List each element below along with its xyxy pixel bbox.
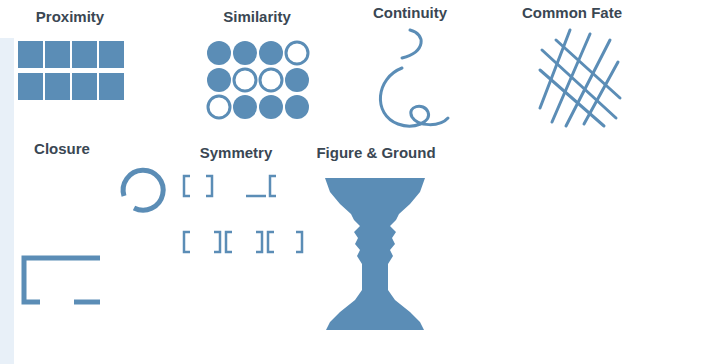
bracket — [206, 176, 212, 196]
principle-label: Common Fate — [522, 4, 622, 22]
common-fate-lines — [540, 30, 620, 126]
bracket — [184, 232, 190, 252]
principle-label: Symmetry — [200, 144, 273, 162]
line — [540, 70, 604, 126]
square — [99, 41, 124, 68]
vase-faces — [325, 178, 425, 330]
curve — [402, 30, 421, 58]
curve — [380, 68, 448, 126]
line — [540, 30, 570, 108]
filled-circle — [259, 41, 283, 65]
open-arc — [123, 170, 163, 210]
filled-circle — [233, 41, 257, 65]
filled-circle — [207, 68, 231, 92]
line — [556, 40, 620, 98]
principle-label: Proximity — [36, 8, 104, 26]
square — [99, 73, 124, 100]
principle-label: Closure — [34, 140, 90, 158]
filled-circle — [285, 68, 309, 92]
square — [18, 41, 43, 68]
open-circle — [260, 69, 282, 91]
principle-label: Continuity — [373, 4, 447, 22]
filled-circle — [259, 95, 283, 119]
principle-label: Figure & Ground — [316, 144, 435, 162]
bracket — [296, 232, 302, 252]
open-circle — [234, 69, 256, 91]
open-rectangle — [24, 258, 100, 302]
bracket — [256, 232, 274, 252]
open-circle — [286, 42, 308, 64]
closure-shapes — [24, 170, 163, 302]
square — [72, 41, 97, 68]
square — [45, 41, 70, 68]
square — [72, 73, 97, 100]
open-rectangle — [74, 300, 100, 305]
open-circle — [208, 96, 230, 118]
filled-circle — [207, 41, 231, 65]
filled-circle — [233, 95, 257, 119]
square — [18, 73, 43, 100]
bracket — [214, 232, 232, 252]
square — [45, 73, 70, 100]
principle-label: Similarity — [223, 8, 291, 26]
filled-circle — [285, 95, 309, 119]
symmetry-brackets — [184, 176, 302, 252]
similarity-circles — [207, 41, 309, 119]
bracket — [246, 176, 276, 196]
proximity-squares — [18, 41, 124, 100]
bracket — [184, 176, 190, 196]
continuity-curves — [380, 30, 448, 126]
side-band — [0, 38, 14, 364]
